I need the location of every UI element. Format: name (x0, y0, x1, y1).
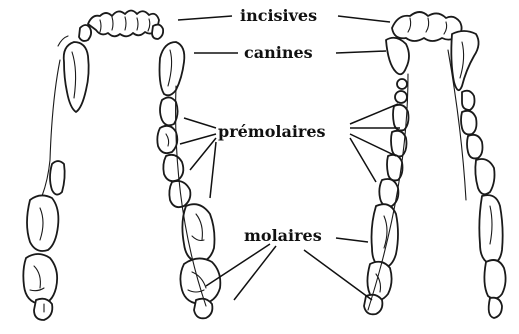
incisives-leader-left (178, 16, 232, 20)
label-incisives: incisives (240, 6, 317, 25)
right-arch (364, 12, 506, 318)
left-molars-left (23, 161, 64, 320)
label-incisives-group: incisives (178, 6, 390, 25)
label-premolaires: prémolaires (218, 122, 326, 141)
left-molars-right (180, 204, 220, 318)
left-incisors (79, 11, 163, 42)
label-canines-group: canines (194, 43, 386, 62)
label-premolaires-group: prémolaires (180, 104, 400, 198)
label-canines: canines (244, 43, 313, 62)
left-premolars (157, 97, 190, 207)
label-molaires: molaires (244, 226, 322, 245)
left-arch (23, 11, 220, 321)
label-molaires-group: molaires (206, 226, 372, 300)
canines-leader-right (336, 51, 386, 53)
molaires-leaders-right (304, 238, 372, 300)
incisives-leader-right (338, 16, 390, 22)
right-molars-right (461, 91, 506, 318)
